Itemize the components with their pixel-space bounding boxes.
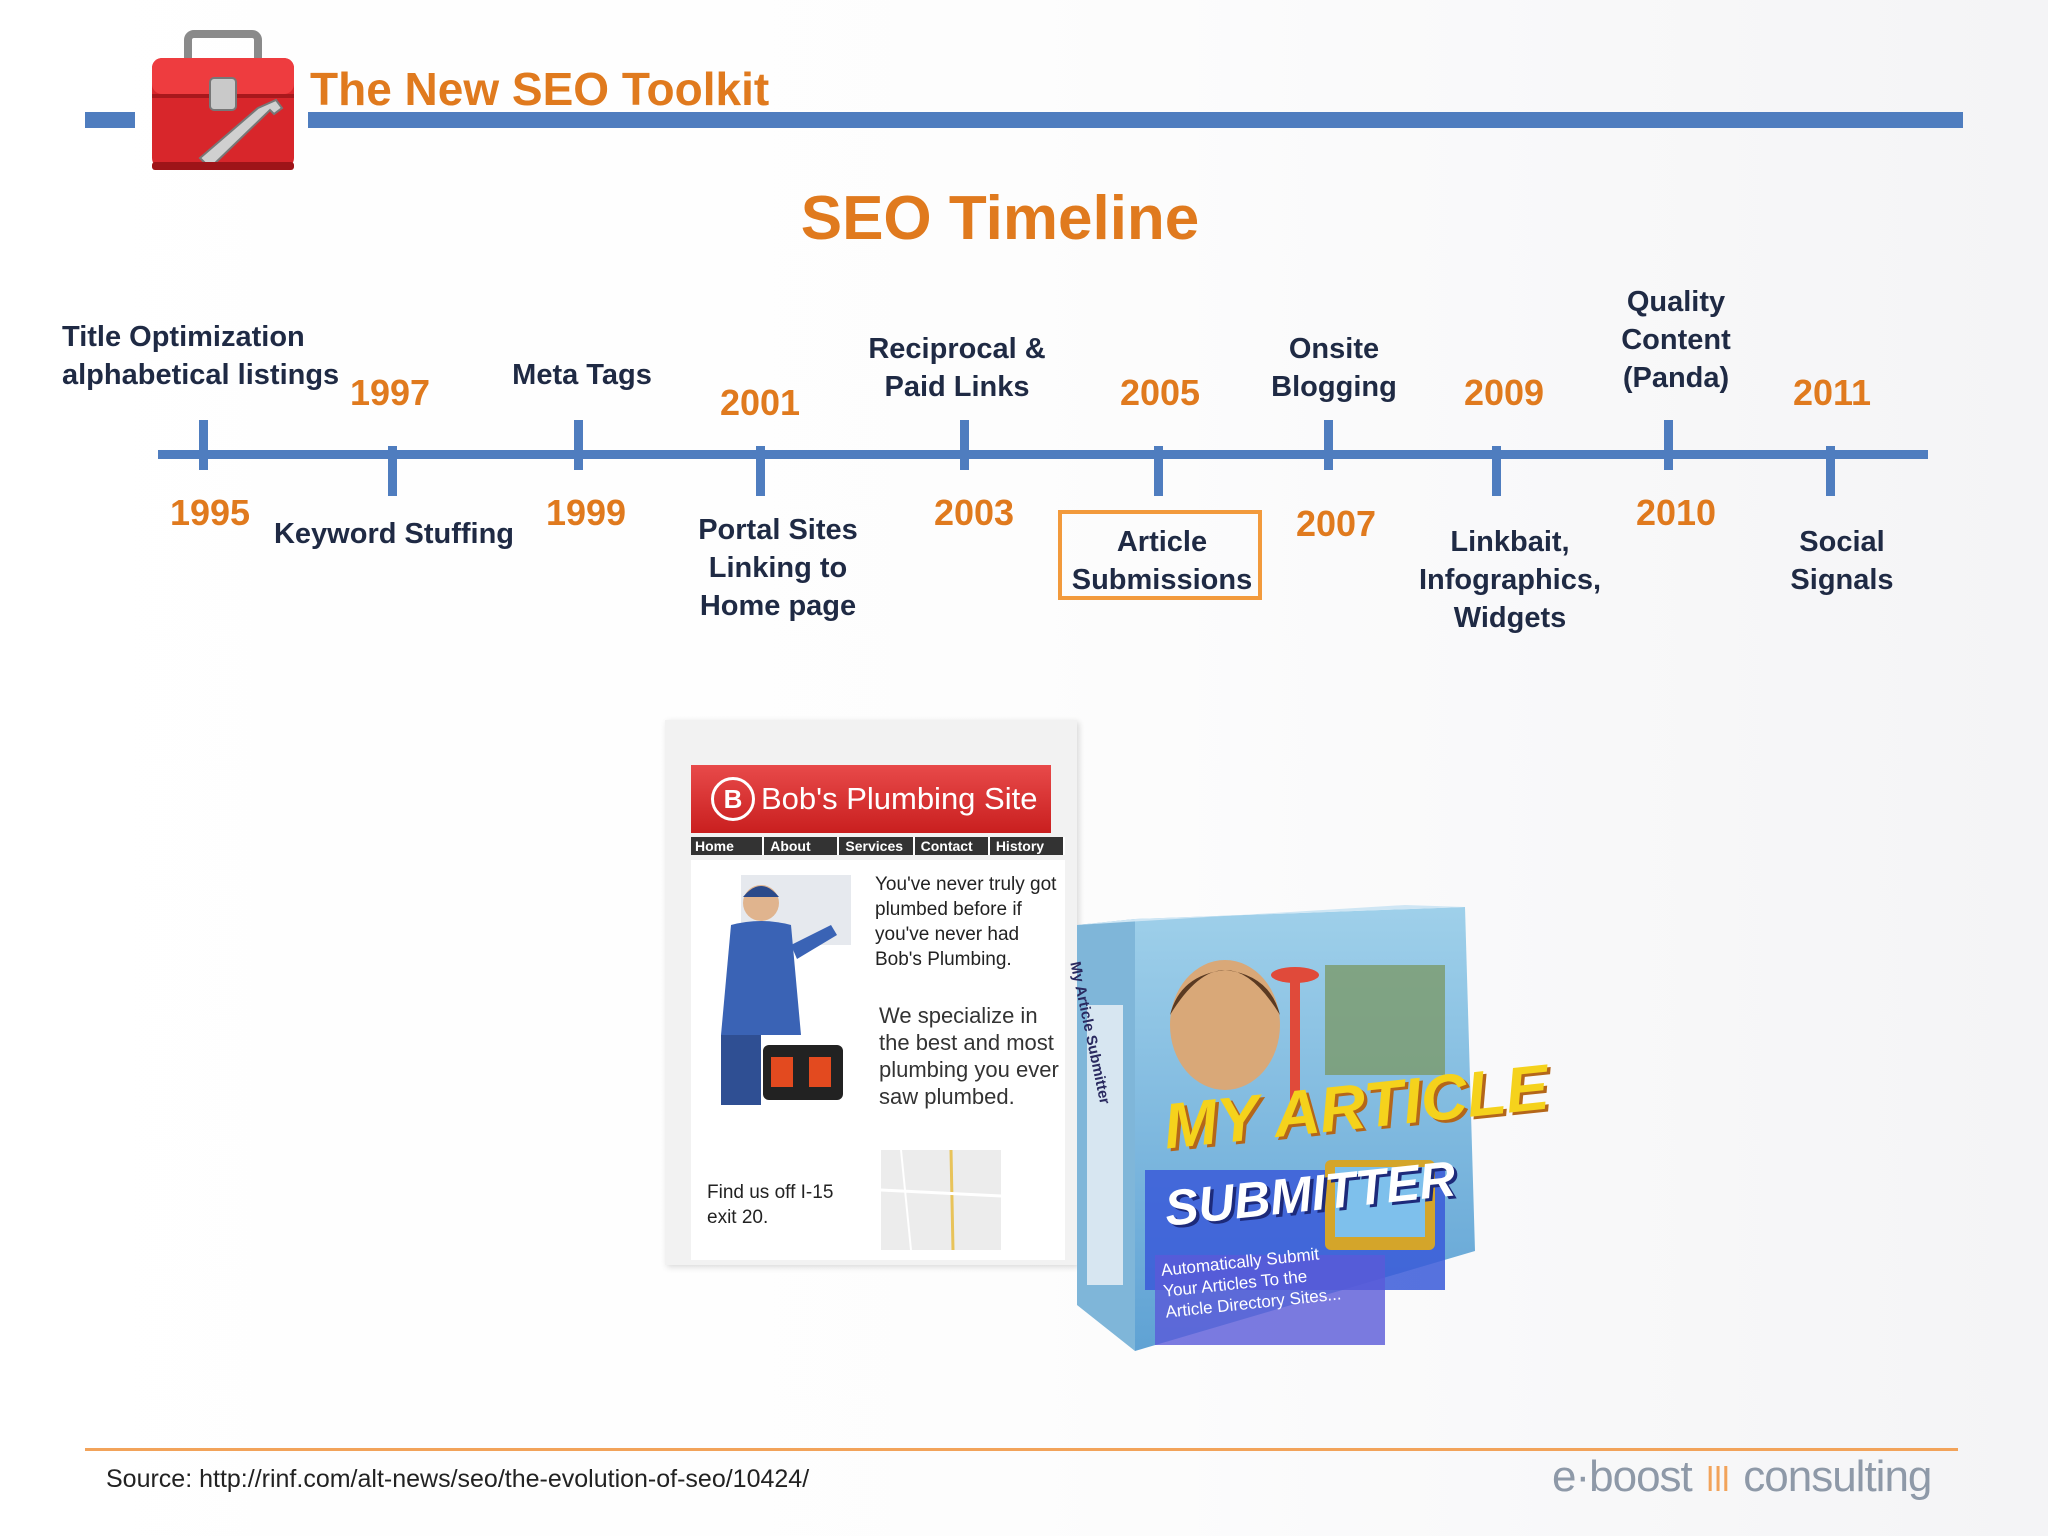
toolbox-icon: [152, 30, 294, 170]
site-nav-item: Home: [691, 837, 765, 855]
timeline-tick-2007: [1324, 420, 1333, 470]
timeline-event-label: Article Submissions: [1071, 526, 1253, 596]
timeline-event-label: Quality Content (Panda): [1621, 286, 1731, 394]
site-banner: B Bob's Plumbing Site: [691, 765, 1051, 833]
site-description: We specialize in the best and most plumb…: [879, 1003, 1059, 1109]
timeline-tick-1995: [199, 420, 208, 470]
timeline-year: 2003: [933, 492, 1015, 533]
timeline-tick-1997: [388, 446, 397, 496]
timeline-event-label: Reciprocal & Paid Links: [868, 333, 1046, 403]
timeline-event-label: Meta Tags: [512, 359, 652, 391]
timeline-event-label: Linkbait, Infographics, Widgets: [1418, 526, 1602, 634]
timeline-tick-1999: [574, 420, 583, 470]
header-rule-left: [85, 112, 135, 128]
source-citation: Source: http://rinf.com/alt-news/seo/the…: [106, 1465, 810, 1493]
header-title: The New SEO Toolkit: [310, 63, 770, 115]
timeline-year: 2001: [719, 382, 801, 423]
timeline-tick-2003: [960, 420, 969, 470]
plumber-photo: [721, 875, 851, 1105]
highlight-box: [1058, 510, 1262, 600]
timeline-axis: [158, 450, 1928, 459]
slide-title: SEO Timeline: [800, 184, 1200, 253]
timeline-year: 2010: [1635, 492, 1717, 533]
brand-tagline: consulting: [1743, 1452, 1932, 1501]
timeline-event-label: Social Signals: [1790, 526, 1894, 596]
timeline-tick-2001: [756, 446, 765, 496]
timeline-tick-2011: [1826, 446, 1835, 496]
site-location: Find us off I-15 exit 20.: [707, 1182, 834, 1228]
timeline-event-label: Onsite Blogging: [1271, 333, 1397, 403]
article-submitter-product-box: [1077, 905, 1475, 1351]
timeline-year: 1997: [349, 372, 431, 413]
site-name: Bob's Plumbing Site: [761, 781, 1038, 816]
timeline-year: 2007: [1295, 503, 1377, 544]
timeline-tick-2009: [1492, 446, 1501, 496]
site-body: You've never truly got plumbed before if…: [691, 860, 1065, 1260]
site-tagline: You've never truly got plumbed before if…: [875, 874, 1057, 970]
site-nav-item: History: [992, 837, 1066, 855]
timeline-event-label: Keyword Stuffing: [273, 518, 515, 550]
site-nav-item: Services: [841, 837, 915, 855]
timeline-event-label: Portal Sites Linking to Home page: [698, 514, 858, 622]
brand-name: e·boost: [1552, 1452, 1693, 1501]
site-nav-item: Contact: [917, 837, 990, 855]
timeline-tick-2005: [1154, 446, 1163, 496]
timeline-event-label: Title Optimization alphabetical listings: [62, 321, 340, 391]
header-rule-right: [308, 112, 1963, 128]
plumbing-site-screenshot: B Bob's Plumbing Site Home About Service…: [665, 720, 1077, 1265]
timeline-tick-2010: [1664, 420, 1673, 470]
brand-separator-icon: ǀǀǀ: [1705, 1461, 1730, 1499]
map-thumbnail: [881, 1150, 1001, 1250]
timeline-year: 2011: [1792, 372, 1872, 413]
timeline-year: 1995: [169, 492, 251, 533]
timeline-year: 2005: [1119, 372, 1201, 413]
eboost-consulting-logo: e·boost ǀǀǀ consulting: [1552, 1452, 1932, 1502]
site-nav: Home About Services Contact History: [691, 837, 1066, 855]
site-logo-icon: B: [711, 777, 755, 821]
timeline-year: 2009: [1463, 372, 1545, 413]
timeline-year: 1999: [545, 492, 627, 533]
site-nav-item: About: [766, 837, 840, 855]
footer-rule: [85, 1448, 1958, 1451]
